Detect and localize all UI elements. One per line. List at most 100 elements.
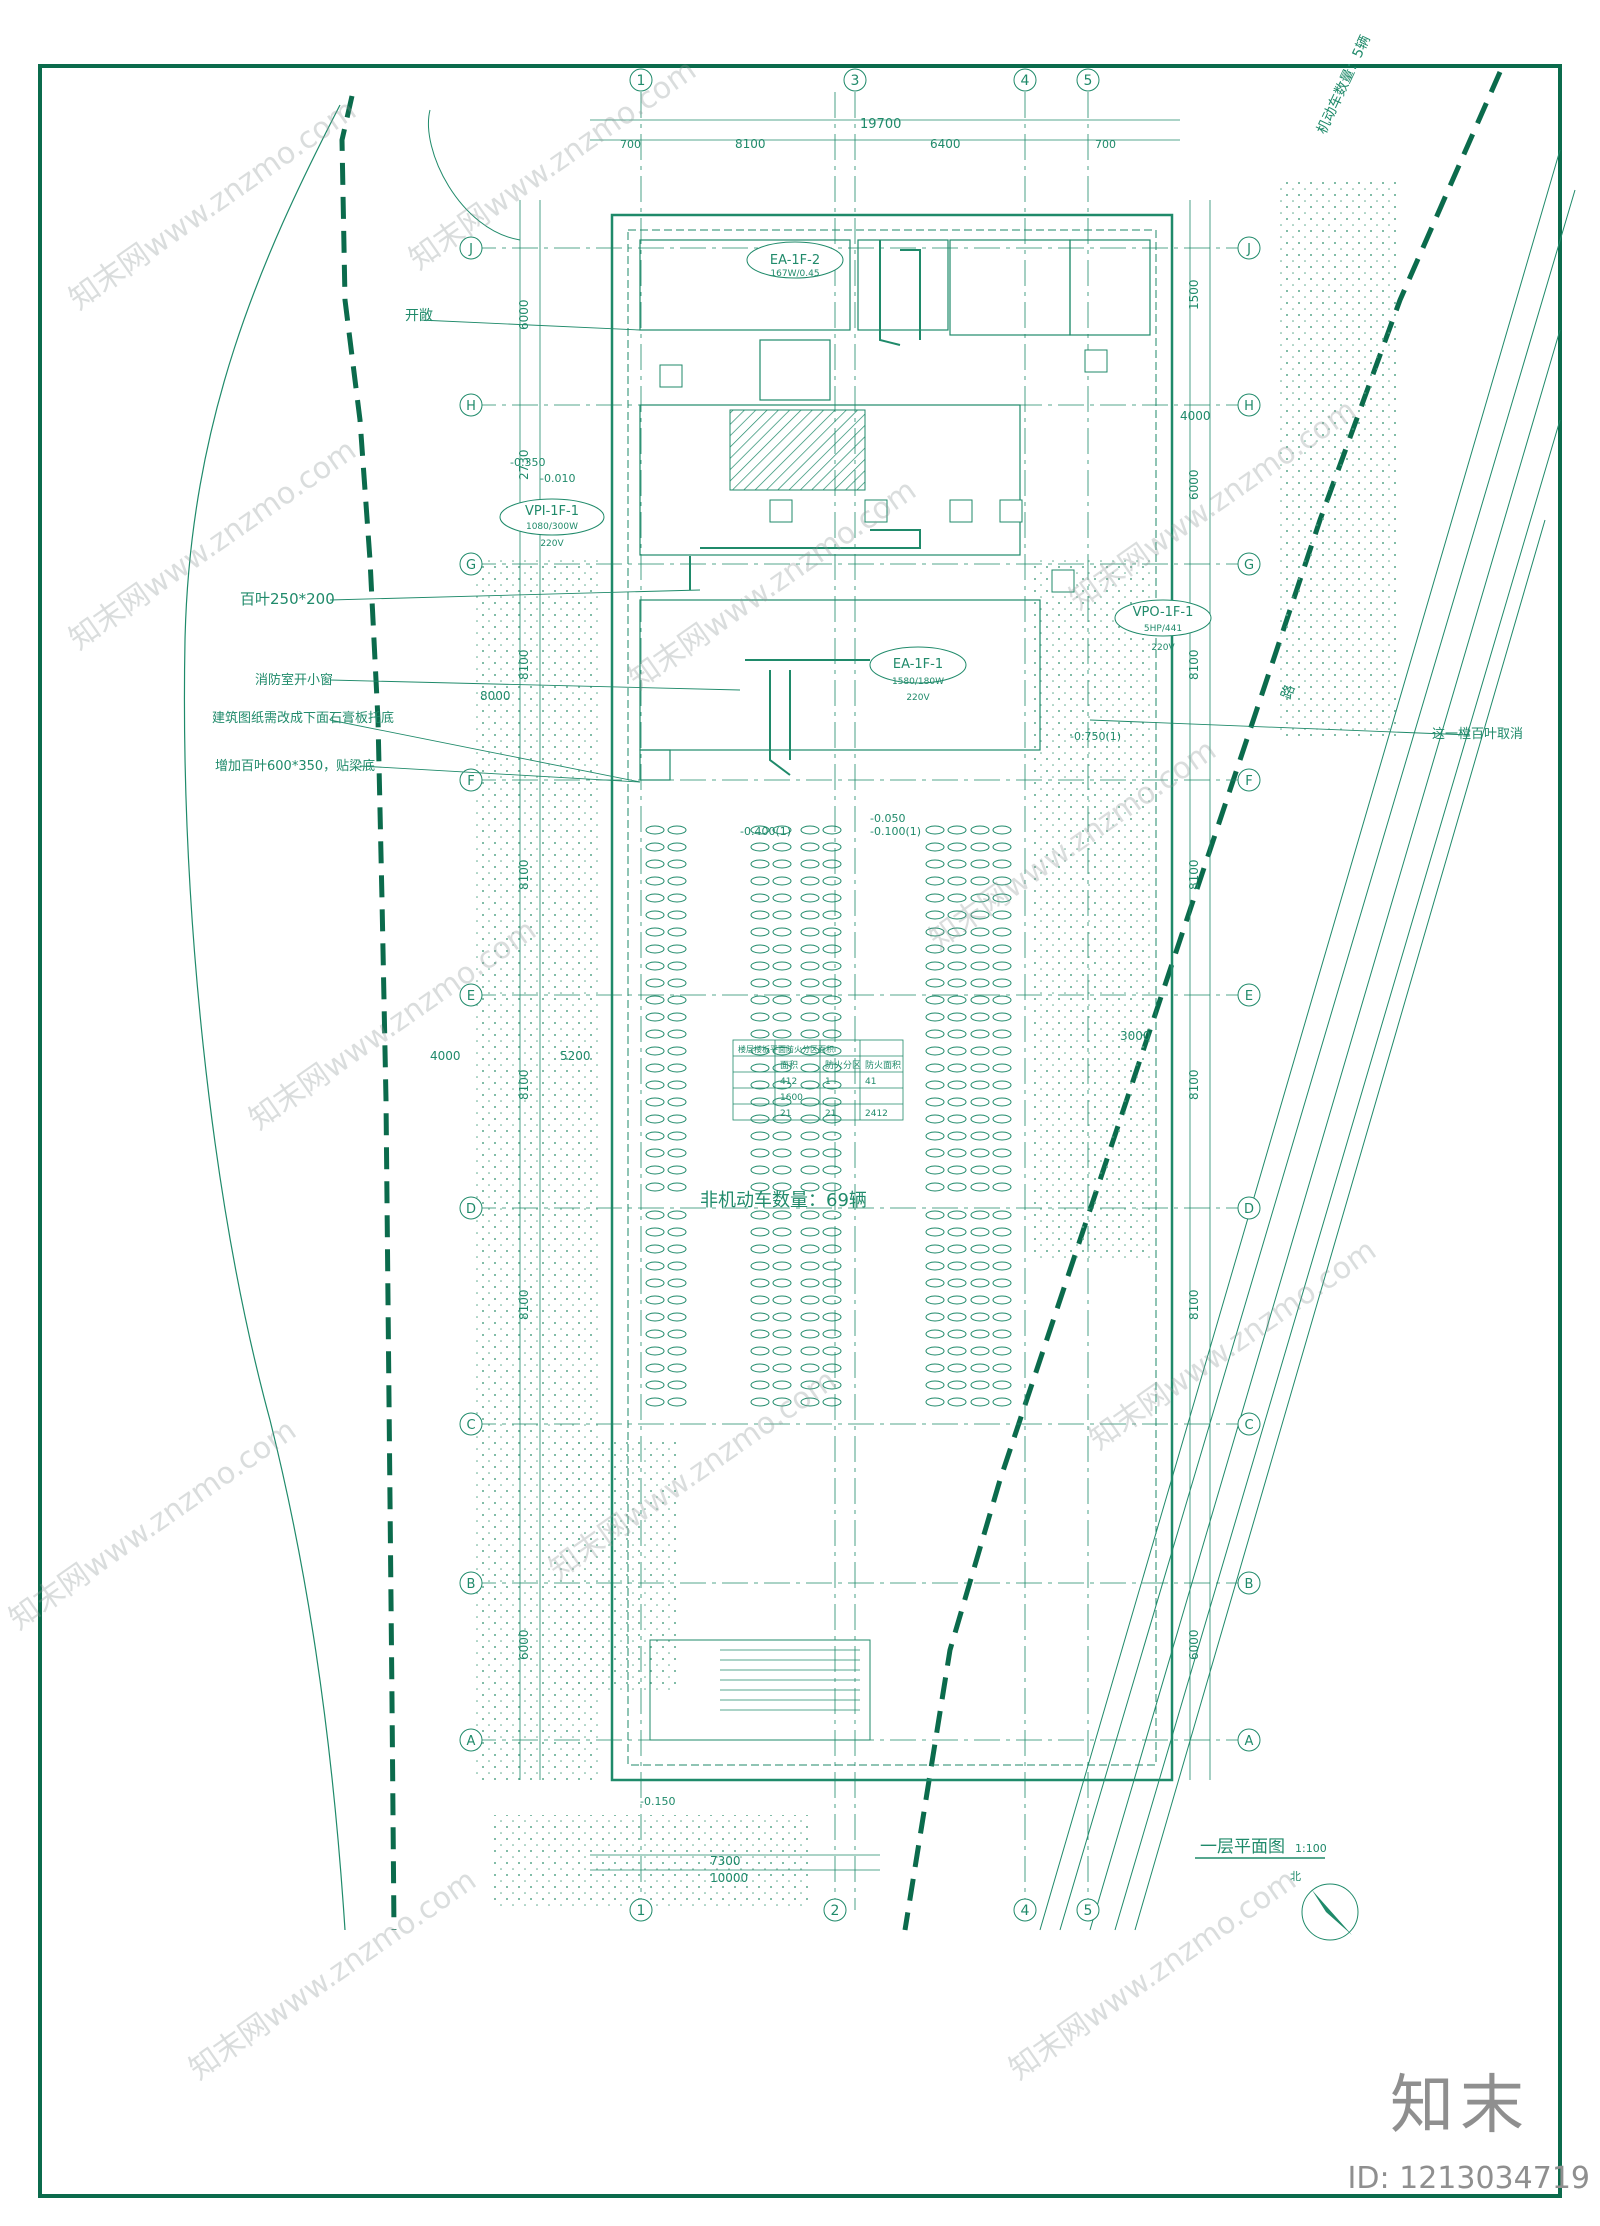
svg-text:6000: 6000: [517, 1629, 531, 1660]
bicycle-space: [925, 1165, 945, 1175]
bicycle-space: [772, 1278, 792, 1288]
svg-text:F: F: [467, 774, 474, 789]
dimension-lines: [519, 119, 1211, 1871]
svg-text:6000: 6000: [1187, 469, 1201, 500]
bicycle-space: [667, 1182, 687, 1192]
table-cell: 412: [780, 1077, 797, 1087]
bicycle-space: [970, 1346, 990, 1356]
bicycle-space: [925, 876, 945, 886]
bicycle-space: [667, 927, 687, 937]
bicycle-space: [750, 1046, 770, 1056]
table-cell: 1600: [780, 1093, 803, 1103]
bicycle-space: [645, 1210, 665, 1220]
bicycle-space: [925, 893, 945, 903]
bicycle-space: [822, 1131, 842, 1141]
bicycle-space: [925, 927, 945, 937]
bicycle-space: [750, 1012, 770, 1022]
bicycle-space: [800, 1046, 820, 1056]
bicycle-space: [750, 1261, 770, 1271]
bicycle-space: [772, 1363, 792, 1373]
bicycle-space: [947, 1029, 967, 1039]
bicycle-space: [667, 876, 687, 886]
svg-text:2730: 2730: [517, 449, 531, 480]
bicycle-space: [750, 825, 770, 835]
bicycle-space: [970, 1227, 990, 1237]
svg-text:D: D: [1244, 1202, 1254, 1217]
bicycle-space: [772, 1148, 792, 1158]
dim-3000: 3000: [1120, 1029, 1151, 1043]
north-label: 北: [1290, 1870, 1301, 1883]
bicycle-space: [645, 1312, 665, 1322]
bicycle-space: [947, 1312, 967, 1322]
svg-text:8100: 8100: [1187, 1069, 1201, 1100]
bicycle-space: [992, 1131, 1012, 1141]
bicycle-space: [800, 1278, 820, 1288]
bicycle-space: [992, 1295, 1012, 1305]
bicycle-space: [925, 1227, 945, 1237]
bicycle-space: [822, 1346, 842, 1356]
bicycle-space: [645, 859, 665, 869]
axis-label-4: 4: [1021, 73, 1030, 89]
tag-vpo-1f-1: VPO-1F-1: [1133, 605, 1194, 620]
bicycle-space: [822, 978, 842, 988]
fan-units: [659, 349, 1108, 593]
bicycle-space: [772, 876, 792, 886]
bicycle-space: [772, 1080, 792, 1090]
svg-text:8100: 8100: [1187, 859, 1201, 890]
bicycle-space: [970, 1046, 990, 1056]
axis-label-5-bottom: 5: [1084, 1903, 1093, 1919]
callout-cancel-louver: 这一樘百叶取消: [1432, 726, 1523, 742]
table-cell: 21: [825, 1109, 836, 1119]
bicycle-space: [822, 1312, 842, 1322]
bicycle-space: [800, 1210, 820, 1220]
bicycle-space: [645, 927, 665, 937]
bicycle-space: [992, 1278, 1012, 1288]
bicycle-space: [925, 1080, 945, 1090]
bicycle-space: [645, 995, 665, 1005]
bicycle-space: [667, 1227, 687, 1237]
svg-text:B: B: [467, 1577, 476, 1592]
bicycle-space: [822, 1012, 842, 1022]
landscape-zone: [1030, 560, 1150, 1260]
bicycle-space: [800, 1131, 820, 1141]
dim-8000: 8000: [480, 689, 511, 703]
elev-1: -0.350: [510, 456, 545, 469]
dim-top-total: 19700: [860, 117, 901, 132]
bicycle-space: [992, 1227, 1012, 1237]
dim-top-700: 700: [620, 138, 641, 151]
bicycle-space: [667, 1097, 687, 1107]
bicycle-space: [772, 1397, 792, 1407]
bicycle-space: [645, 1278, 665, 1288]
landscape-zone: [1280, 180, 1400, 740]
bicycle-parking: [645, 825, 1012, 1407]
bicycle-space: [925, 1261, 945, 1271]
bicycle-space: [800, 1165, 820, 1175]
bicycle-space: [645, 1397, 665, 1407]
table-cell: 2412: [865, 1109, 888, 1119]
table-cell: 防火面积: [865, 1059, 901, 1071]
bicycle-space: [992, 825, 1012, 835]
bicycle-space: [667, 1244, 687, 1254]
bicycle-space: [800, 893, 820, 903]
bicycle-space: [992, 1182, 1012, 1192]
bicycle-space: [750, 1131, 770, 1141]
bicycle-space: [750, 1397, 770, 1407]
bicycle-space: [992, 1063, 1012, 1073]
bicycle-space: [667, 1114, 687, 1124]
bicycle-space: [750, 1329, 770, 1339]
bicycle-space: [970, 995, 990, 1005]
bicycle-space: [992, 978, 1012, 988]
table-cell: 21: [780, 1109, 791, 1119]
axis-label-4-bottom: 4: [1021, 1903, 1030, 1919]
bicycle-space: [772, 893, 792, 903]
bicycle-space: [992, 1148, 1012, 1158]
bicycle-space: [800, 1097, 820, 1107]
bicycle-space: [992, 1244, 1012, 1254]
callout-louver-250: 百叶250*200: [240, 590, 335, 608]
bicycle-space: [992, 1012, 1012, 1022]
bicycle-space: [925, 1148, 945, 1158]
bicycle-space: [992, 876, 1012, 886]
bicycle-space: [925, 1097, 945, 1107]
bicycle-space: [947, 995, 967, 1005]
svg-text:H: H: [1244, 399, 1254, 414]
